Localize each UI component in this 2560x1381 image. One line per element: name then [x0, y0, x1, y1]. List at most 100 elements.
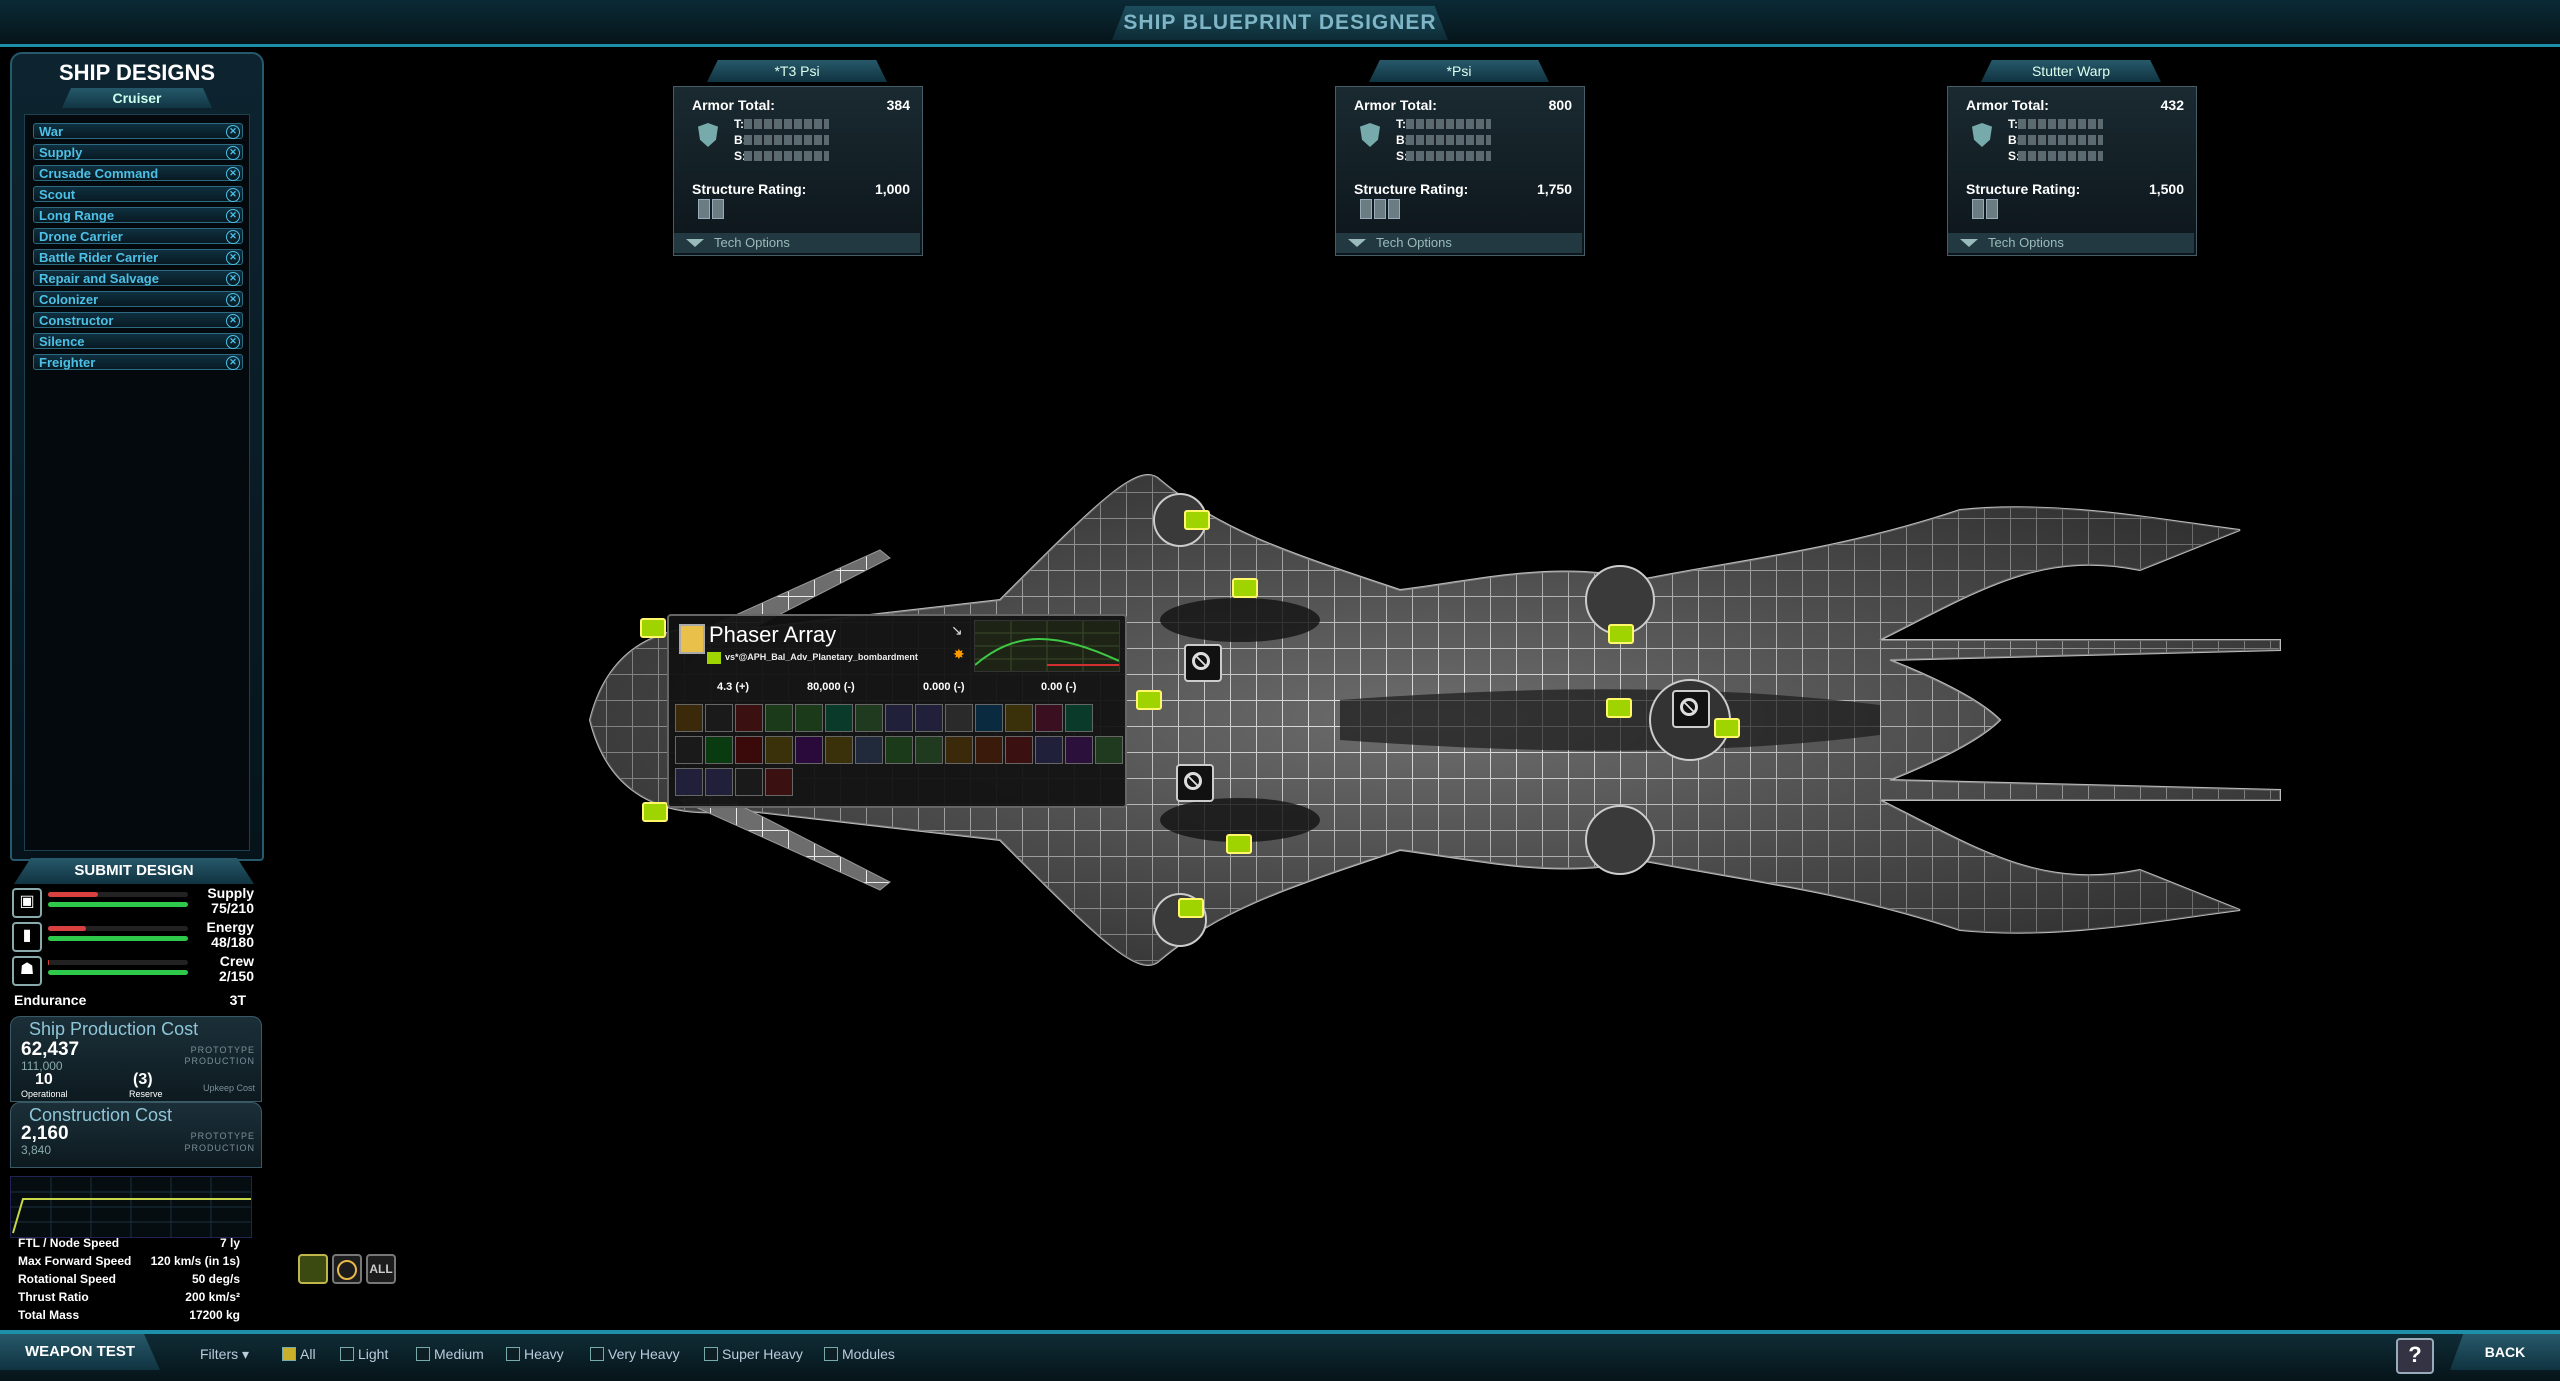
filter-all-button[interactable]: ALL	[366, 1254, 396, 1284]
filter-turret-button[interactable]	[332, 1254, 362, 1284]
design-item-scout[interactable]: Scout✕	[33, 186, 243, 202]
weapon-mount[interactable]	[1232, 578, 1258, 598]
preset-card-psi[interactable]: Armor Total: 800 T: B: S: Structure Rati…	[1335, 86, 1585, 256]
weapon-mount[interactable]	[1226, 834, 1252, 854]
filter-very-heavy-checkbox[interactable]: Very Heavy	[590, 1346, 680, 1362]
delete-icon[interactable]: ✕	[226, 146, 240, 160]
design-item-silence[interactable]: Silence✕	[33, 333, 243, 349]
weapon-slot[interactable]	[885, 736, 913, 764]
weapon-slot[interactable]	[915, 704, 943, 732]
weapon-slot[interactable]	[945, 704, 973, 732]
weapon-slot[interactable]	[1065, 704, 1093, 732]
weapon-mount[interactable]	[1608, 624, 1634, 644]
design-item-battle-rider-carrier[interactable]: Battle Rider Carrier✕	[33, 249, 243, 265]
weapon-slot[interactable]	[765, 704, 793, 732]
damage-falloff-graph	[974, 620, 1120, 672]
filter-modules-checkbox[interactable]: Modules	[824, 1346, 895, 1362]
filters-dropdown[interactable]: Filters ▾	[200, 1346, 250, 1362]
weapon-slot[interactable]	[765, 736, 793, 764]
weapon-slot[interactable]	[1095, 736, 1123, 764]
weapon-slot[interactable]	[795, 704, 823, 732]
preset-card-t3-psi[interactable]: Armor Total: 384 T: B: S: Structure Rati…	[673, 86, 923, 256]
weapon-mount[interactable]	[1184, 510, 1210, 530]
weapon-slot[interactable]	[735, 704, 763, 732]
weapon-mount[interactable]	[640, 618, 666, 638]
chart-icon[interactable]: ↘	[951, 622, 963, 638]
weapon-slot[interactable]	[915, 736, 943, 764]
delete-icon[interactable]: ✕	[226, 188, 240, 202]
weapon-slot[interactable]	[1065, 736, 1093, 764]
weapon-mount[interactable]	[1136, 690, 1162, 710]
weapon-slot[interactable]	[675, 704, 703, 732]
weapon-slot[interactable]	[975, 704, 1003, 732]
submit-design-button[interactable]: SUBMIT DESIGN	[14, 858, 254, 884]
weapon-slot[interactable]	[765, 768, 793, 796]
weapon-slot[interactable]	[945, 736, 973, 764]
back-button[interactable]: BACK	[2450, 1334, 2560, 1370]
delete-icon[interactable]: ✕	[226, 209, 240, 223]
design-item-freighter[interactable]: Freighter✕	[33, 354, 243, 370]
design-list[interactable]: War✕ Supply✕ Crusade Command✕ Scout✕ Lon…	[24, 114, 250, 851]
weapon-slot[interactable]	[735, 768, 763, 796]
weapon-slot[interactable]	[855, 704, 883, 732]
weapon-slot[interactable]	[1035, 736, 1063, 764]
preset-card-stutter-warp[interactable]: Armor Total: 432 T: B: S: Structure Rati…	[1947, 86, 2197, 256]
weapon-slot[interactable]	[735, 736, 763, 764]
weapon-slot[interactable]	[1005, 704, 1033, 732]
weapon-slot[interactable]	[705, 736, 733, 764]
weapon-slot[interactable]	[825, 736, 853, 764]
preset-tab-t3-psi[interactable]: *T3 Psi	[707, 60, 887, 82]
filter-light-checkbox[interactable]: Light	[340, 1346, 388, 1362]
weapon-slot[interactable]	[705, 704, 733, 732]
tech-options-toggle[interactable]: Tech Options	[1336, 233, 1582, 253]
weapon-slot[interactable]	[705, 768, 733, 796]
filter-medium-checkbox[interactable]: Medium	[416, 1346, 484, 1362]
preset-tab-stutter-warp[interactable]: Stutter Warp	[1981, 60, 2161, 82]
weapon-mount[interactable]	[1178, 898, 1204, 918]
weapon-slot[interactable]	[675, 768, 703, 796]
delete-icon[interactable]: ✕	[226, 167, 240, 181]
delete-icon[interactable]: ✕	[226, 230, 240, 244]
design-item-repair-and-salvage[interactable]: Repair and Salvage✕	[33, 270, 243, 286]
weapon-mount[interactable]	[1714, 718, 1740, 738]
delete-icon[interactable]: ✕	[226, 314, 240, 328]
delete-icon[interactable]: ✕	[226, 272, 240, 286]
design-item-war[interactable]: War✕	[33, 123, 243, 139]
delete-icon[interactable]: ✕	[226, 335, 240, 349]
tech-options-toggle[interactable]: Tech Options	[674, 233, 920, 253]
design-item-constructor[interactable]: Constructor✕	[33, 312, 243, 328]
design-item-long-range[interactable]: Long Range✕	[33, 207, 243, 223]
delete-icon[interactable]: ✕	[226, 251, 240, 265]
filter-all-checkbox[interactable]: All	[282, 1346, 316, 1362]
delete-icon[interactable]: ✕	[226, 356, 240, 370]
weapon-slot[interactable]	[885, 704, 913, 732]
production-cost-box: Ship Production Cost 62,437 111,000 PROT…	[10, 1016, 262, 1102]
weapon-slot[interactable]	[855, 736, 883, 764]
filter-heavy-checkbox[interactable]: Heavy	[506, 1346, 564, 1362]
filter-super-heavy-checkbox[interactable]: Super Heavy	[704, 1346, 803, 1362]
design-item-drone-carrier[interactable]: Drone Carrier✕	[33, 228, 243, 244]
ship-blueprint[interactable]	[580, 440, 2330, 1000]
weapon-test-button[interactable]: WEAPON TEST	[0, 1334, 160, 1370]
tech-options-toggle[interactable]: Tech Options	[1948, 233, 2194, 253]
delete-icon[interactable]: ✕	[226, 293, 240, 307]
weapon-mount[interactable]	[642, 802, 668, 822]
weapon-selector-popup[interactable]: Phaser Array vs*@APH_Bal_Adv_Planetary_b…	[667, 614, 1127, 808]
weapon-slot[interactable]	[975, 736, 1003, 764]
design-item-colonizer[interactable]: Colonizer✕	[33, 291, 243, 307]
weapon-slot[interactable]	[795, 736, 823, 764]
delete-icon[interactable]: ✕	[226, 125, 240, 139]
endurance-row: Endurance 3T	[14, 992, 246, 1008]
weapon-slot[interactable]	[675, 736, 703, 764]
weapon-slot[interactable]	[1035, 704, 1063, 732]
design-item-supply[interactable]: Supply✕	[33, 144, 243, 160]
category-selector[interactable]: Cruiser	[62, 88, 212, 108]
filter-mount-type-button[interactable]	[298, 1254, 328, 1284]
weapon-slot[interactable]	[1005, 736, 1033, 764]
design-item-crusade-command[interactable]: Crusade Command✕	[33, 165, 243, 181]
weapon-mount[interactable]	[1606, 698, 1632, 718]
preset-tab-psi[interactable]: *Psi	[1369, 60, 1549, 82]
weapon-slot[interactable]	[825, 704, 853, 732]
help-button[interactable]: ?	[2396, 1338, 2434, 1374]
supply-capacity-bar	[48, 902, 188, 907]
